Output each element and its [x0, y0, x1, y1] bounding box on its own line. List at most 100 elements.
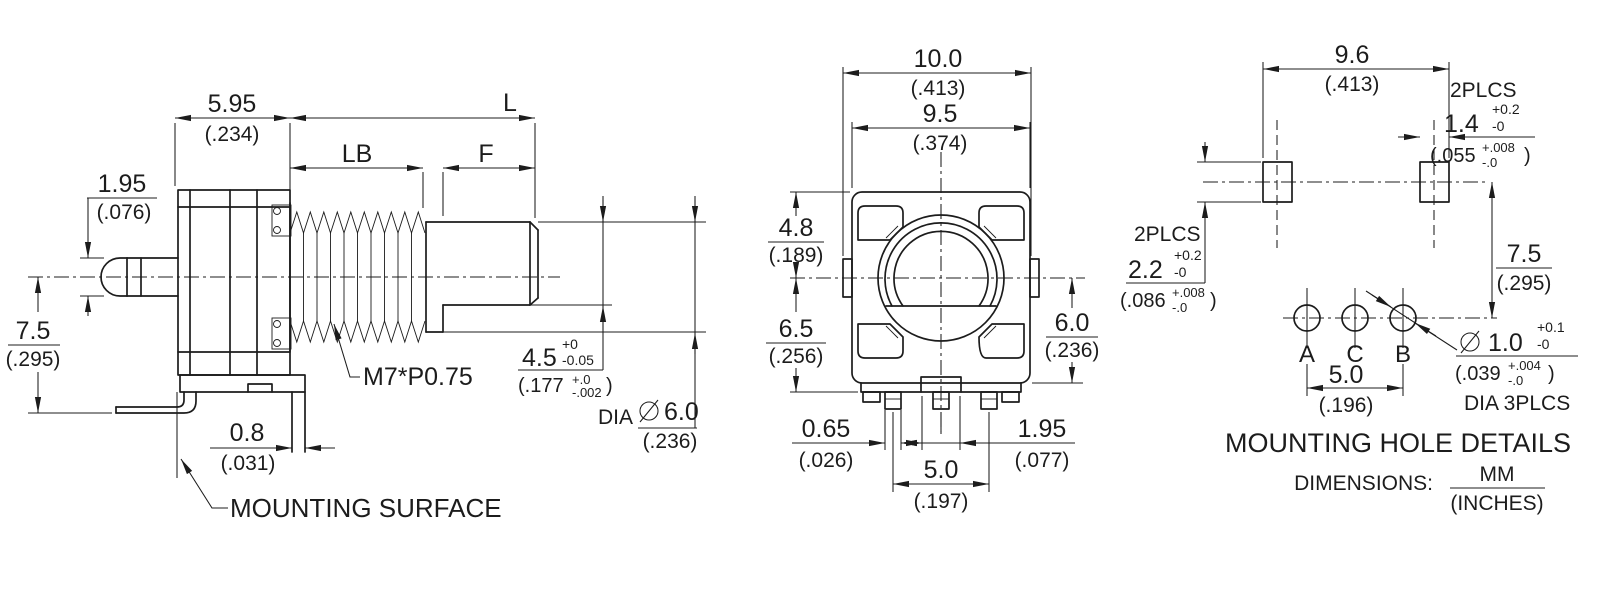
- body-outline: [177, 189, 306, 393]
- diameter-symbol: [639, 399, 659, 423]
- mounting-surface-leader: [180, 458, 228, 509]
- dim-leg-offset-mm: 0.8: [230, 419, 265, 447]
- mounting-hole-view: 9.6 (.413) 2PLCS 1.4 +0.2 -0 (.055 +.008…: [1120, 41, 1578, 515]
- dim-slot-width-in-close: ): [1524, 145, 1531, 167]
- dim-pin-in: (.076): [97, 201, 152, 224]
- units-inches: (INCHES): [1450, 492, 1543, 515]
- dim-hole-dia-tol-plus: +0.1: [1537, 319, 1565, 335]
- front-view: 10.0 (.413) 9.5 (.374) 4.8 (.189) 6.5 (.…: [766, 45, 1099, 513]
- side-view: 5.95 (.234) L LB F 1.95 (.076) 7.5 (.295…: [6, 89, 706, 523]
- mounting-legs: [115, 391, 306, 453]
- hole-view-titleblock: MOUNTING HOLE DETAILS DIMENSIONS: MM (IN…: [1225, 428, 1571, 515]
- dim-flat-in-tol-plus: +.0: [572, 372, 590, 387]
- dim-slot-height-in: (.086: [1120, 290, 1166, 312]
- hole-view-dimensions: 9.6 (.413) 2PLCS 1.4 +0.2 -0 (.055 +.008…: [1120, 41, 1578, 417]
- dim-leg-offset-in: (.031): [221, 452, 276, 475]
- rear-pin: [100, 257, 179, 297]
- thread-callout: M7*P0.75: [363, 363, 473, 391]
- front-view-dimensions: 10.0 (.413) 9.5 (.374) 4.8 (.189) 6.5 (.…: [766, 45, 1099, 513]
- side-view-part-geometry: [28, 189, 560, 478]
- dim-flat-in-close: ): [606, 375, 613, 397]
- dim-overall-width-mm: 10.0: [914, 45, 963, 73]
- dim-slot-span-in: (.413): [1325, 73, 1380, 96]
- dim-slot-width-in-tol-minus: -.0: [1482, 155, 1497, 170]
- dim-center-to-top-in: (.189): [769, 244, 824, 267]
- claw-brackets: [271, 204, 292, 350]
- dim-terminal-width-mm: 0.65: [802, 415, 851, 443]
- dim-slot-to-holes-mm: 7.5: [1507, 240, 1542, 268]
- dim-hole-dia-in-tol-plus: +.004: [1508, 358, 1541, 373]
- dim-flat-length-label: F: [478, 140, 493, 168]
- left-side-tab: [842, 258, 853, 298]
- dim-shaft-dia-in: (.236): [643, 430, 698, 453]
- dim-thread-length-label: LB: [342, 140, 373, 168]
- slot-width-note: 2PLCS: [1450, 79, 1517, 102]
- thread-leader: [333, 323, 360, 378]
- hole-view-geometry: [1203, 120, 1497, 348]
- view-title: MOUNTING HOLE DETAILS: [1225, 428, 1571, 458]
- dim-hole-dia-tol-minus: -0: [1537, 336, 1550, 352]
- terminals: [884, 391, 998, 410]
- hole-label-c: C: [1346, 341, 1363, 368]
- dim-body-width-in: (.374): [913, 132, 968, 155]
- dim-slot-height-in-tol-plus: +.008: [1172, 285, 1205, 300]
- dim-slot-width-tol-minus: -0: [1492, 118, 1505, 134]
- dim-center-to-base-mm: 6.0: [1055, 309, 1090, 337]
- dim-terminal-span-in: (.197): [914, 490, 969, 513]
- dim-body-depth-mm: 5.95: [208, 90, 257, 118]
- dim-body-width-mm: 9.5: [923, 100, 958, 128]
- side-view-dimensions: 5.95 (.234) L LB F 1.95 (.076) 7.5 (.295…: [6, 89, 706, 523]
- dim-hole-dia-in-tol-minus: -.0: [1508, 373, 1523, 388]
- dia-prefix: DIA: [598, 406, 633, 429]
- units-mm: MM: [1480, 463, 1515, 486]
- dim-slot-height-tol-plus: +0.2: [1174, 247, 1202, 263]
- dim-slot-height-tol-minus: -0: [1174, 264, 1187, 280]
- dim-center-height-mm: 7.5: [16, 317, 51, 345]
- dim-slot-height-in-close: ): [1210, 290, 1217, 312]
- dim-flat-in-tol-minus: -.002: [572, 385, 602, 400]
- dim-center-to-bottom-mm: 6.5: [779, 315, 814, 343]
- dim-flat-tol-plus: +0: [562, 336, 578, 352]
- dim-slot-to-holes-in: (.295): [1497, 272, 1552, 295]
- dim-hole-dia-in-close: ): [1548, 363, 1555, 385]
- dim-slot-span-mm: 9.6: [1335, 41, 1370, 69]
- hole-dia-note: DIA 3PLCS: [1464, 392, 1570, 415]
- front-view-part-geometry: [790, 152, 1085, 432]
- dim-flat-in: (.177: [518, 375, 564, 397]
- shaft: [425, 221, 539, 333]
- dim-center-to-bottom-in: (.256): [769, 345, 824, 368]
- slot-height-note: 2PLCS: [1134, 223, 1201, 246]
- dim-slot-width-in: (.055: [1430, 145, 1476, 167]
- dim-body-depth-in: (.234): [205, 123, 260, 146]
- dim-center-to-base-in: (.236): [1045, 339, 1100, 362]
- dim-flat-mm: 4.5: [522, 344, 557, 372]
- dim-slot-height-in-tol-minus: -.0: [1172, 300, 1187, 315]
- dim-shaft-length-label: L: [503, 89, 517, 117]
- dim-slot-width-tol-plus: +0.2: [1492, 101, 1520, 117]
- diameter-symbol: [1460, 330, 1480, 354]
- dim-shaft-dia-mm: 6.0: [664, 398, 699, 426]
- dim-boss-width-in: (.077): [1015, 449, 1070, 472]
- dim-hole-dia-in: (.039: [1455, 363, 1501, 385]
- dim-slot-height-mm: 2.2: [1128, 256, 1163, 284]
- hole-label-a: A: [1299, 341, 1315, 368]
- dim-terminal-width-in: (.026): [799, 449, 854, 472]
- dim-hole-span-in: (.196): [1319, 394, 1374, 417]
- dim-pin-mm: 1.95: [98, 170, 147, 198]
- hole-label-b: B: [1395, 341, 1411, 368]
- claw-windows: [857, 205, 1025, 359]
- mounting-surface-label: MOUNTING SURFACE: [230, 493, 502, 523]
- dim-hole-dia-mm: 1.0: [1488, 329, 1523, 357]
- dim-hole-span-mm: 5.0: [1329, 361, 1364, 389]
- thread-profile: [289, 202, 427, 352]
- dim-boss-width-mm: 1.95: [1018, 415, 1067, 443]
- dimensions-label: DIMENSIONS:: [1294, 472, 1433, 495]
- dim-slot-width-in-tol-plus: +.008: [1482, 140, 1515, 155]
- dim-center-height-in: (.295): [6, 348, 61, 371]
- shaft-circles: [877, 214, 1005, 342]
- dim-slot-width-mm: 1.4: [1444, 110, 1479, 138]
- dim-overall-width-in: (.413): [911, 77, 966, 100]
- dim-terminal-span-mm: 5.0: [924, 456, 959, 484]
